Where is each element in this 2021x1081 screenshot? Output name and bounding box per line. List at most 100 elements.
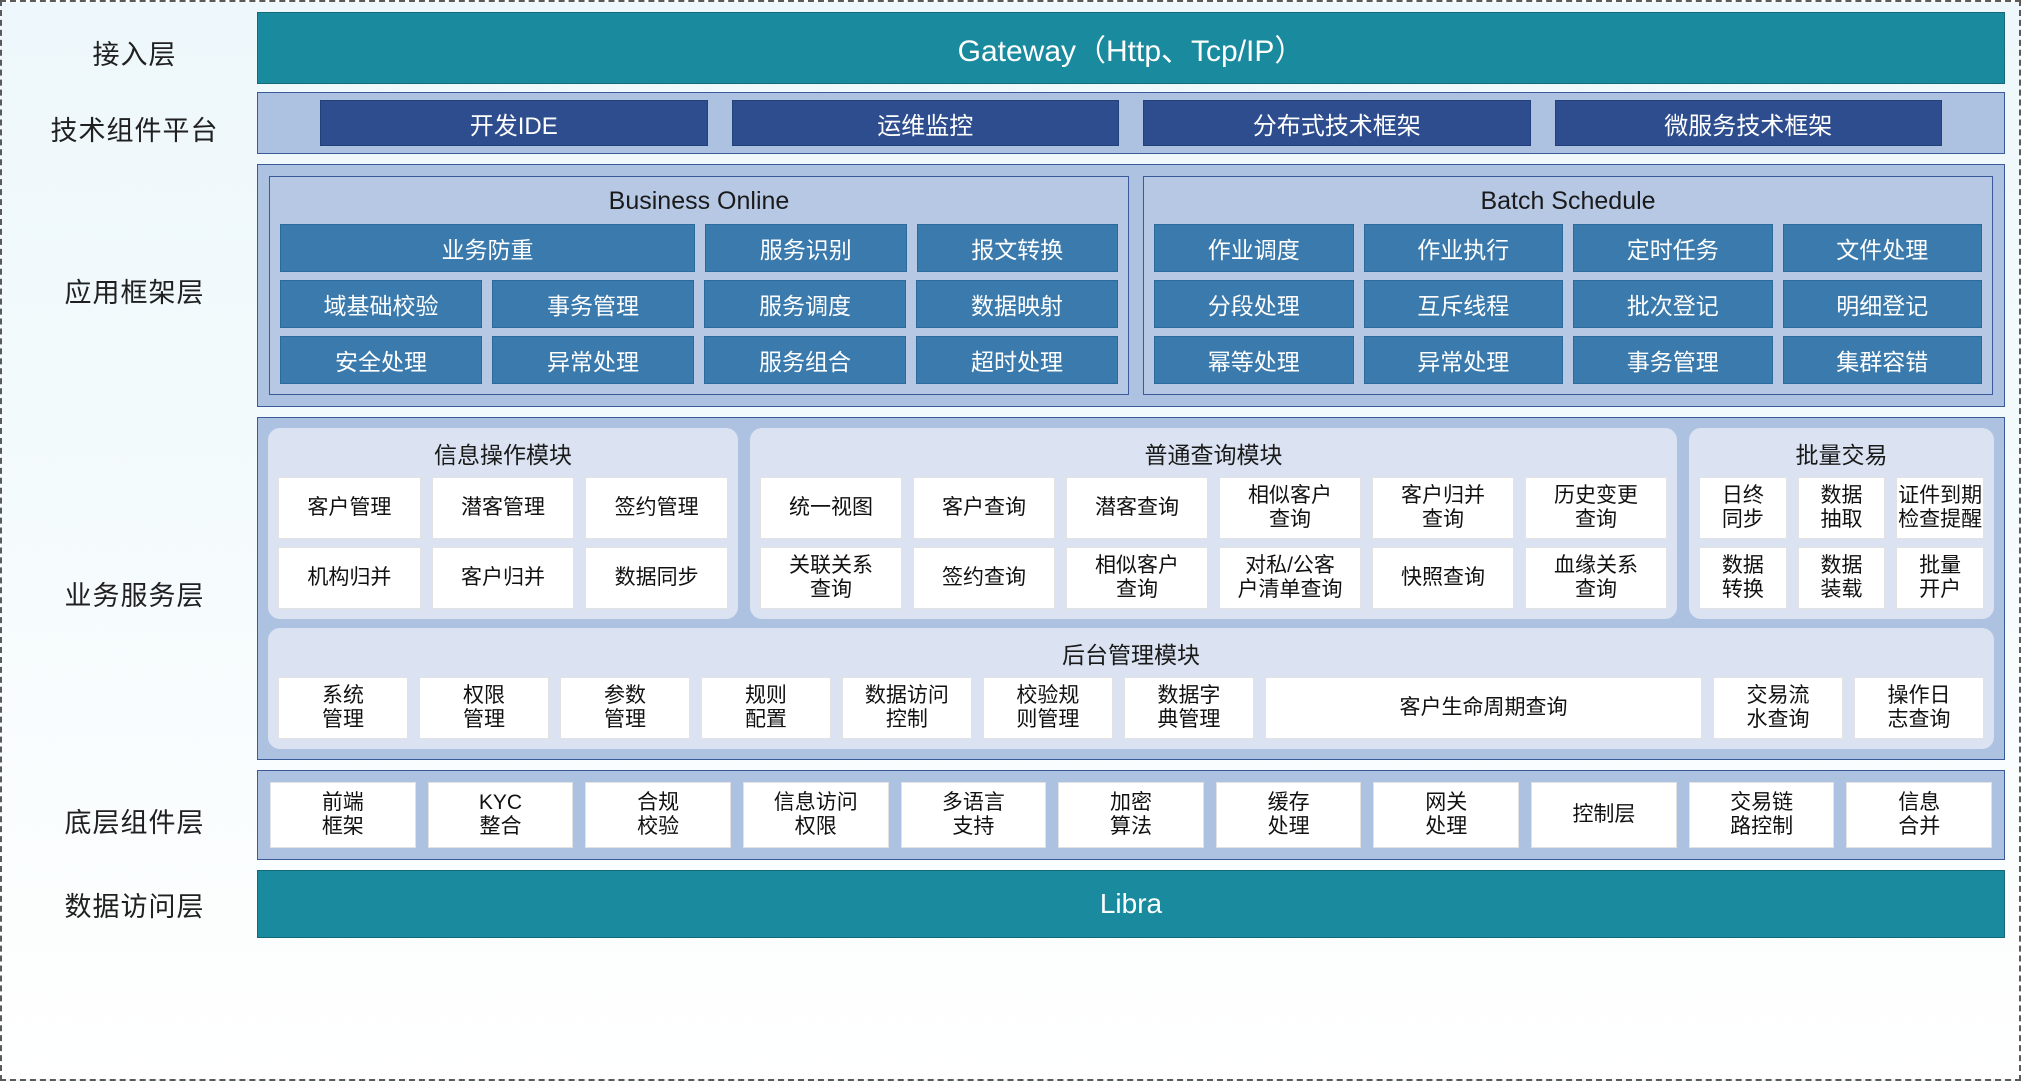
cell-similar-customer-query[interactable]: 相似客户 查询 (1219, 477, 1361, 539)
batch-schedule-grid: 作业调度 作业执行 定时任务 文件处理 分段处理 互斥线程 批次登记 明细登记 (1154, 224, 1982, 384)
cell-control-layer[interactable]: 控制层 (1531, 782, 1677, 848)
fw-cell-file-processing[interactable]: 文件处理 (1782, 224, 1982, 272)
fw-cell-job-scheduling[interactable]: 作业调度 (1154, 224, 1354, 272)
business-online-grid: 业务防重 服务识别 报文转换 域基础校验 事务管理 服务调度 数据映射 安全处理 (280, 224, 1119, 384)
cell-parameter-management[interactable]: 参数 管理 (559, 677, 690, 739)
cell-data-access-control[interactable]: 数据访问 控制 (841, 677, 972, 739)
fw-cell-message-transform[interactable]: 报文转换 (916, 224, 1119, 272)
cell-prospect-query[interactable]: 潜客查询 (1066, 477, 1208, 539)
fw-cell-domain-validation[interactable]: 域基础校验 (280, 280, 482, 328)
cell-operation-log-query[interactable]: 操作日 志查询 (1854, 677, 1984, 739)
cell-unified-view[interactable]: 统一视图 (760, 477, 902, 539)
cell-similar-customer-query-2[interactable]: 相似客户 查询 (1066, 547, 1208, 609)
cell-data-dictionary-management[interactable]: 数据字 典管理 (1123, 677, 1254, 739)
fw-cell-service-composition[interactable]: 服务组合 (704, 336, 906, 384)
cell-contract-management[interactable]: 签约管理 (585, 477, 729, 539)
cell-cache-processing[interactable]: 缓存 处理 (1215, 782, 1362, 848)
fw-cell-timed-task[interactable]: 定时任务 (1573, 224, 1773, 272)
tech-item-microservice-framework[interactable]: 微服务技术框架 (1554, 100, 1942, 146)
cell-permission-management[interactable]: 权限 管理 (418, 677, 549, 739)
layer-row-tech-platform: 技术组件平台 开发IDE 运维监控 分布式技术框架 微服务技术框架 (12, 92, 2005, 164)
cell-info-access-permission[interactable]: 信息访问 权限 (742, 782, 889, 848)
cell-private-public-customer-list-query[interactable]: 对私/公客 户清单查询 (1219, 547, 1361, 609)
cell-data-sync[interactable]: 数据同步 (585, 547, 729, 609)
batch-schedule-row: 作业调度 作业执行 定时任务 文件处理 (1154, 224, 1982, 272)
fw-cell-idempotent-processing[interactable]: 幂等处理 (1154, 336, 1354, 384)
cell-customer-management[interactable]: 客户管理 (278, 477, 421, 539)
bottom-components-band: 前端 框架 KYC 整合 合规 校验 信息访问 权限 多语言 支持 加密 算法 … (257, 770, 2005, 860)
cell-customer-merge-query[interactable]: 客户归并 查询 (1372, 477, 1514, 539)
cell-snapshot-query[interactable]: 快照查询 (1372, 547, 1514, 609)
cell-frontend-framework[interactable]: 前端 框架 (270, 782, 416, 848)
fw-cell-data-mapping[interactable]: 数据映射 (916, 280, 1118, 328)
cell-encryption-algorithm[interactable]: 加密 算法 (1058, 782, 1204, 848)
fw-cell-service-identify[interactable]: 服务识别 (704, 224, 907, 272)
cell-validation-rule-management[interactable]: 校验规 则管理 (982, 677, 1113, 739)
layer-row-app-framework: 应用框架层 Business Online 业务防重 服务识别 报文转换 域基础… (12, 164, 2005, 417)
fw-cell-business-dedup[interactable]: 业务防重 (280, 224, 695, 272)
cell-multilanguage-support[interactable]: 多语言 支持 (900, 782, 1047, 848)
fw-cell-transaction-mgmt[interactable]: 事务管理 (492, 280, 694, 328)
layer-label-tech-platform: 技术组件平台 (50, 115, 219, 146)
cell-transaction-chain-control[interactable]: 交易链 路控制 (1688, 782, 1835, 848)
fw-cell-batch-exception-handling[interactable]: 异常处理 (1363, 336, 1563, 384)
query-module-row: 统一视图 客户查询 潜客查询 相似客户 查询 客户归并 查询 历史变更 查询 (760, 477, 1667, 539)
fw-cell-mutex-thread[interactable]: 互斥线程 (1363, 280, 1563, 328)
cell-document-expiry-reminder[interactable]: 证件到期 检查提醒 (1896, 477, 1985, 539)
cell-prospect-management[interactable]: 潜客管理 (431, 477, 575, 539)
cell-transaction-flow-query[interactable]: 交易流 水查询 (1713, 677, 1844, 739)
group-title-batch-schedule: Batch Schedule (1480, 187, 1656, 215)
cell-data-transform[interactable]: 数据 转换 (1699, 547, 1787, 609)
tech-item-dev-ide[interactable]: 开发IDE (320, 100, 708, 146)
layer-row-bottom-components: 底层组件层 前端 框架 KYC 整合 合规 校验 信息访问 权限 多语言 支持 … (12, 770, 2005, 870)
cell-customer-query[interactable]: 客户查询 (913, 477, 1055, 539)
fw-cell-batch-registration[interactable]: 批次登记 (1573, 280, 1773, 328)
cell-relationship-query[interactable]: 关联关系 查询 (760, 547, 902, 609)
cell-contract-query[interactable]: 签约查询 (913, 547, 1055, 609)
fw-cell-detail-registration[interactable]: 明细登记 (1782, 280, 1982, 328)
tech-platform-body: 开发IDE 运维监控 分布式技术框架 微服务技术框架 (257, 92, 2005, 164)
cell-rule-configuration[interactable]: 规则 配置 (700, 677, 831, 739)
fw-cell-timeout-handling[interactable]: 超时处理 (916, 336, 1118, 384)
cell-data-extract[interactable]: 数据 抽取 (1797, 477, 1886, 539)
cell-lineage-query[interactable]: 血缘关系 查询 (1525, 547, 1667, 609)
cell-batch-account-opening[interactable]: 批量 开户 (1896, 547, 1985, 609)
business-service-bottom-row: 后台管理模块 系统 管理 权限 管理 参数 管理 规则 配置 数据访问 控制 校… (268, 628, 1994, 749)
fw-cell-exception-handling[interactable]: 异常处理 (492, 336, 694, 384)
module-title-batch-transaction: 批量交易 (1795, 442, 1888, 468)
fw-cell-security-processing[interactable]: 安全处理 (280, 336, 482, 384)
cell-info-merge[interactable]: 信息 合并 (1846, 782, 1993, 848)
app-framework-band: Business Online 业务防重 服务识别 报文转换 域基础校验 事务管… (257, 164, 2005, 407)
cell-org-merge[interactable]: 机构归并 (278, 547, 421, 609)
business-service-top-row: 信息操作模块 客户管理 潜客管理 签约管理 机构归并 客户归并 数据同步 (268, 428, 1994, 619)
cell-data-load[interactable]: 数据 装载 (1797, 547, 1886, 609)
layer-row-business-service: 业务服务层 信息操作模块 客户管理 潜客管理 签约管理 机构归并 客户归并 (12, 417, 2005, 770)
tech-item-ops-monitoring[interactable]: 运维监控 (731, 100, 1119, 146)
module-backend-admin: 后台管理模块 系统 管理 权限 管理 参数 管理 规则 配置 数据访问 控制 校… (268, 628, 1994, 749)
fw-cell-segment-processing[interactable]: 分段处理 (1154, 280, 1354, 328)
batch-tx-row: 日终 同步 数据 抽取 证件到期 检查提醒 (1699, 477, 1985, 539)
cell-kyc-integration[interactable]: KYC 整合 (427, 782, 574, 848)
layer-label-access: 接入层 (92, 39, 177, 70)
fw-cell-service-dispatch[interactable]: 服务调度 (704, 280, 906, 328)
cell-customer-merge[interactable]: 客户归并 (431, 547, 575, 609)
fw-cell-job-execution[interactable]: 作业执行 (1363, 224, 1563, 272)
cell-gateway-processing[interactable]: 网关 处理 (1373, 782, 1520, 848)
tech-item-distributed-framework[interactable]: 分布式技术框架 (1143, 100, 1531, 146)
business-online-row: 域基础校验 事务管理 服务调度 数据映射 (280, 280, 1118, 328)
access-layer-body: Gateway（Http、Tcp/IP） (257, 12, 2005, 92)
cell-compliance-validation[interactable]: 合规 校验 (585, 782, 731, 848)
gateway-bar[interactable]: Gateway（Http、Tcp/IP） (257, 12, 2005, 84)
module-title-common-query: 普通查询模块 (1144, 442, 1283, 468)
cell-history-change-query[interactable]: 历史变更 查询 (1525, 477, 1667, 539)
fw-cell-batch-transaction-mgmt[interactable]: 事务管理 (1573, 336, 1773, 384)
business-online-row: 业务防重 服务识别 报文转换 (280, 224, 1119, 272)
libra-bar[interactable]: Libra (257, 870, 2005, 938)
tech-platform-band: 开发IDE 运维监控 分布式技术框架 微服务技术框架 (257, 92, 2005, 154)
cell-system-management[interactable]: 系统 管理 (278, 677, 408, 739)
batch-schedule-row: 幂等处理 异常处理 事务管理 集群容错 (1154, 336, 1982, 384)
cell-customer-lifecycle-query[interactable]: 客户生命周期查询 (1264, 677, 1703, 739)
cell-eod-sync[interactable]: 日终 同步 (1699, 477, 1787, 539)
fw-cell-cluster-fault-tolerance[interactable]: 集群容错 (1782, 336, 1982, 384)
